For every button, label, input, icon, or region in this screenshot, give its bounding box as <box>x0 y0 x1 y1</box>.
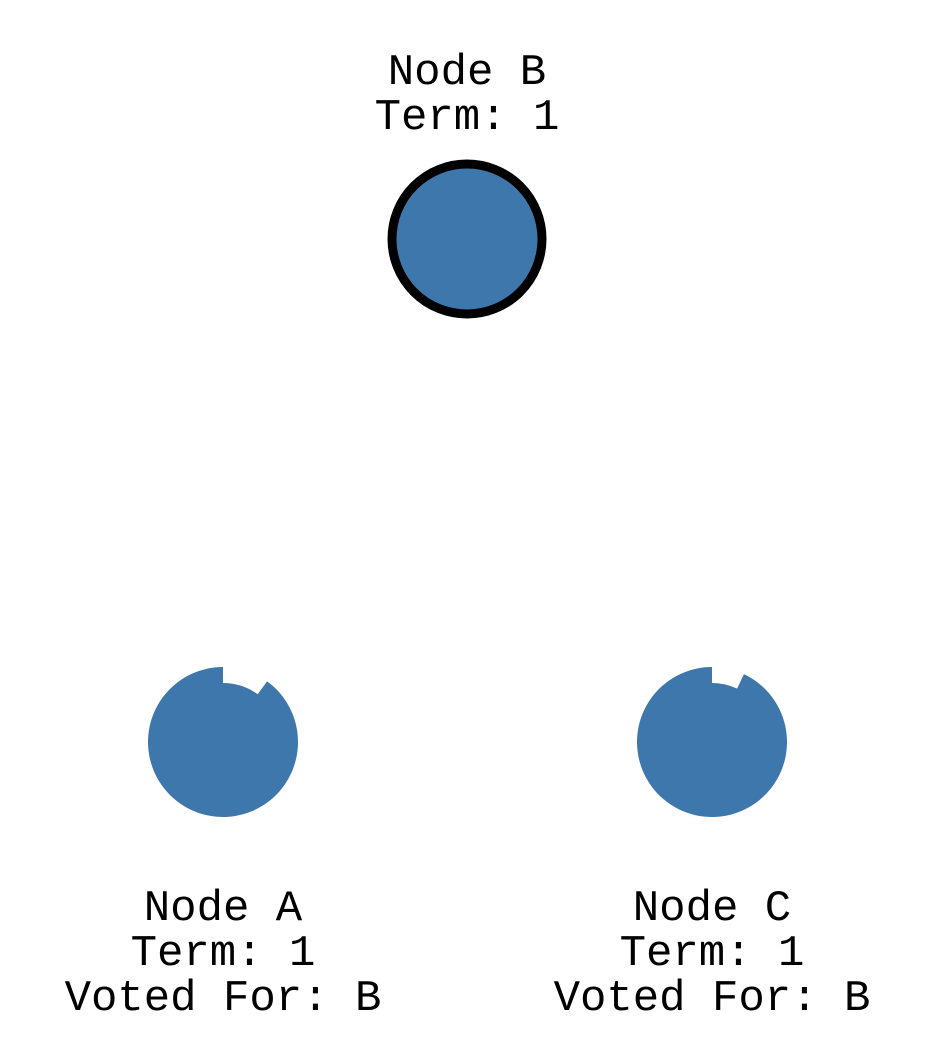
node-b-name: Node B <box>388 48 546 98</box>
node-a-term: Term: 1 <box>131 929 316 979</box>
node-c-term: Term: 1 <box>620 929 805 979</box>
node-b-term: Term: 1 <box>375 93 560 143</box>
node-a-timer-circle[interactable] <box>148 667 299 818</box>
node-a-voted-for: Voted For: B <box>65 974 382 1024</box>
node-c-timer-circle[interactable] <box>636 667 787 817</box>
node-a-name: Node A <box>144 884 303 934</box>
node-c[interactable]: Node C Term: 1 Voted For: B <box>554 667 871 1024</box>
node-c-voted-for: Voted For: B <box>554 974 871 1024</box>
node-a[interactable]: Node A Term: 1 Voted For: B <box>65 667 382 1024</box>
node-b-leader-circle[interactable] <box>387 159 547 319</box>
node-c-name: Node C <box>633 884 791 934</box>
node-b[interactable]: Node B Term: 1 <box>375 48 560 319</box>
